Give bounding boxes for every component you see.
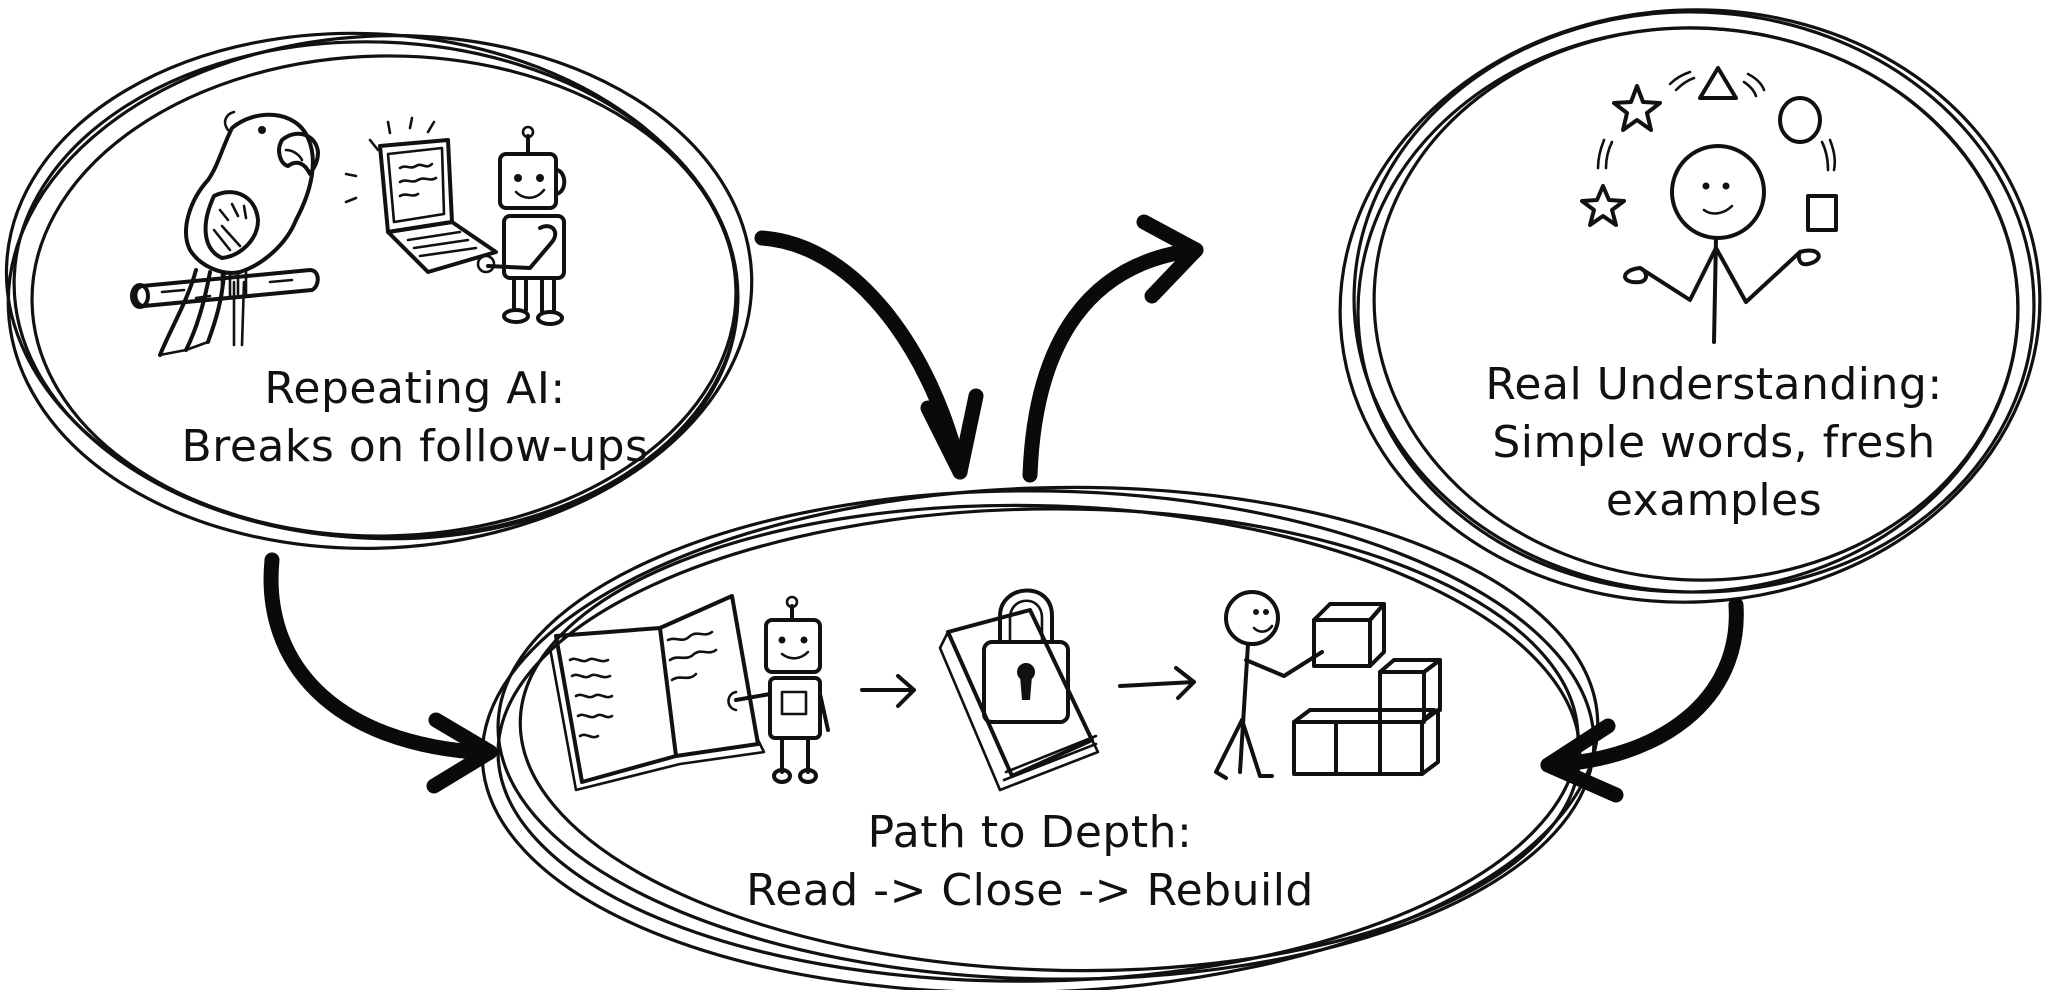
node-real-understanding-label: Real Understanding: Simple words, fresh … [1485,356,1942,530]
robot-with-laptop-icon [344,116,567,326]
arrow-depth-to-understanding [1022,214,1204,483]
node-repeating-ai-label: Repeating AI: Breaks on follow-ups [182,360,649,476]
juggling-figure-icon [1580,66,1838,344]
arrow-repeating-to-depth-left [263,552,498,794]
node-real-understanding-subtitle-line-2: examples [1605,475,1823,526]
node-repeating-ai-subtitle: Breaks on follow-ups [181,421,649,472]
open-book-icon [548,594,766,792]
node-repeating-ai-bubble [4,31,754,550]
node-path-to-depth-label: Path to Depth: Read -> Close -> Rebuild [746,804,1314,920]
node-real-understanding-subtitle-line-1: Simple words, fresh [1492,417,1936,468]
arrow-repeating-to-depth-top [754,230,984,480]
node-path-to-depth-subtitle: Read -> Close -> Rebuild [746,865,1314,916]
arrow-understanding-to-depth-right [1540,597,1744,803]
arrow-right-icon-2 [1118,666,1196,700]
arrow-right-icon [860,674,916,708]
node-repeating-ai-title: Repeating AI: [264,363,566,414]
locked-book-icon [938,588,1100,792]
node-real-understanding-title: Real Understanding: [1485,359,1943,410]
node-path-to-depth-title: Path to Depth: [867,807,1193,858]
reading-robot-icon [727,595,830,784]
node-real-understanding-bubble [1338,8,2042,604]
stacked-blocks-icon [1292,658,1442,776]
builder-figure-icon [1214,590,1386,780]
parrot-icon [130,110,320,357]
